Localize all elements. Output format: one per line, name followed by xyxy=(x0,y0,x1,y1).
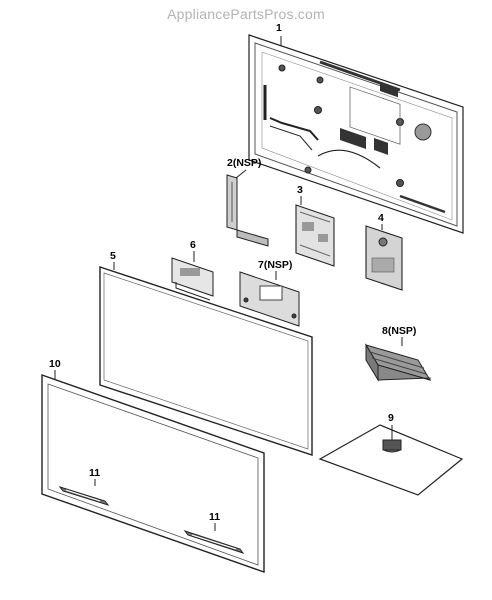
mount-bracket-part-7 xyxy=(239,271,300,327)
callout-part-11-left: 11 xyxy=(89,467,101,479)
callout-part-11-right: 11 xyxy=(209,511,221,523)
callout-part-7: 7(NSP) xyxy=(258,259,293,271)
callout-part-9: 9 xyxy=(388,412,394,424)
callout-part-5: 5 xyxy=(110,250,116,262)
watermark-text: AppliancePartsPros.com xyxy=(167,6,325,22)
callout-part-1: 1 xyxy=(276,22,282,34)
stand-base-part-9 xyxy=(318,424,464,496)
callout-part-8: 8(NSP) xyxy=(382,325,417,337)
lcd-panel-part-5 xyxy=(99,266,313,456)
callout-part-10: 10 xyxy=(49,358,61,370)
callout-part-6: 6 xyxy=(190,239,196,251)
speaker-right-part-11 xyxy=(183,530,245,554)
stand-neck-part-8 xyxy=(364,343,432,382)
main-board-part-3 xyxy=(295,204,335,267)
side-bracket-part-2 xyxy=(226,174,269,247)
rear-cover-part-1 xyxy=(248,34,464,234)
callout-part-2: 2(NSP) xyxy=(227,157,262,169)
callout-part-3: 3 xyxy=(297,184,303,196)
speaker-left-part-11 xyxy=(58,486,110,506)
power-board-part-4 xyxy=(365,225,403,291)
callout-part-4: 4 xyxy=(378,212,384,224)
small-bracket-part-6 xyxy=(171,257,214,301)
leader-line-part-2 xyxy=(235,169,247,179)
front-bezel-part-10 xyxy=(41,374,265,573)
